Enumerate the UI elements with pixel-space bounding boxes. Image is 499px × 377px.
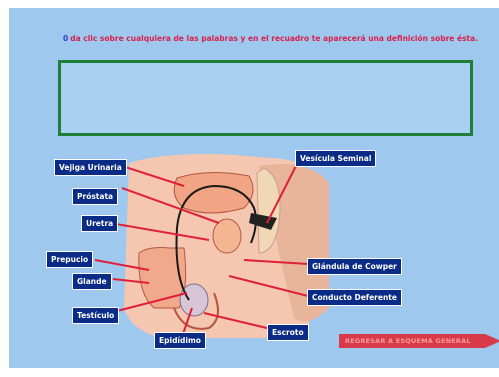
label-uretra[interactable]: Uretra <box>81 215 118 232</box>
label-vesicula-seminal[interactable]: Vesícula Seminal <box>295 150 376 167</box>
label-prostata[interactable]: Próstata <box>72 188 118 205</box>
label-glandula-cowper[interactable]: Glándula de Cowper <box>307 258 402 275</box>
prostate-shape <box>213 219 241 253</box>
label-conducto-deferente[interactable]: Conducto Deferente <box>307 289 402 306</box>
back-to-overview-button[interactable]: REGRESAR A ESQUEMA GENERAL <box>339 334 499 348</box>
label-epididimo[interactable]: Epidídimo <box>154 332 206 349</box>
label-testiculo[interactable]: Testículo <box>72 307 119 324</box>
label-escroto[interactable]: Escroto <box>267 324 309 341</box>
back-button-label: REGRESAR A ESQUEMA GENERAL <box>345 337 471 345</box>
label-prepucio[interactable]: Prepucio <box>46 251 93 268</box>
label-vejiga-urinaria[interactable]: Vejiga Urinaria <box>54 159 127 176</box>
label-glande[interactable]: Glande <box>72 273 112 290</box>
